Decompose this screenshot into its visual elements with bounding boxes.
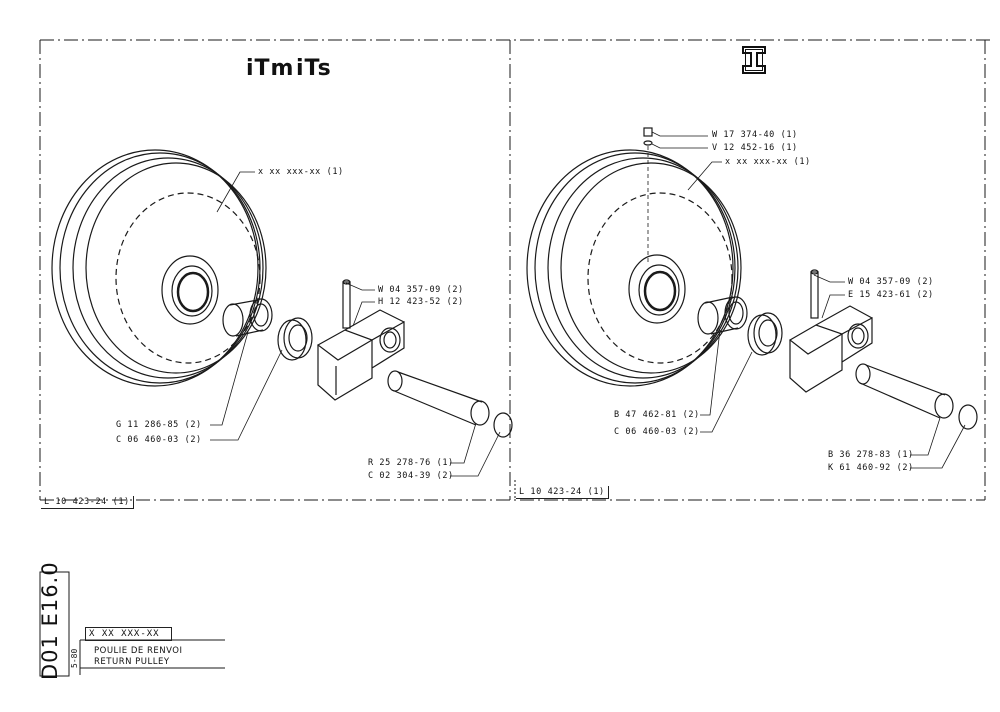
right-pulley-assembly — [526, 127, 978, 469]
label-rim-right: x xx xxx-xx (1) — [725, 157, 811, 167]
label-bracket-right: E 15 423-61 (2) — [848, 290, 934, 300]
left-pulley-assembly — [51, 149, 513, 477]
label-cap: C 02 304-39 (2) — [368, 471, 454, 481]
title-en: RETURN PULLEY — [94, 657, 170, 667]
title-fr: POULIE DE RENVOI — [94, 646, 183, 656]
label-pin: W 04 357-09 (2) — [378, 285, 464, 295]
left-ref-label: L 10 423-24 (1) — [41, 496, 134, 509]
label-shaft: R 25 278-76 (1) — [368, 458, 454, 468]
date-code: 5-80 — [70, 648, 79, 668]
label-washer: V 12 452-16 (1) — [712, 143, 798, 153]
label-bracket: H 12 423-52 (2) — [378, 297, 464, 307]
label-bushing-right: B 47 462-81 (2) — [614, 410, 700, 420]
doc-number: D01 E16.0 — [38, 561, 62, 680]
tc-logo-icon — [742, 46, 766, 74]
label-shaft-right: B 36 278-83 (1) — [828, 450, 914, 460]
logo-its: iTs — [296, 56, 332, 81]
label-bushing: G 11 286-85 (2) — [116, 420, 202, 430]
label-rim: x xx xxx-xx (1) — [258, 167, 344, 177]
label-cap-right: K 61 460-92 (2) — [828, 463, 914, 473]
label-seal-right: C 06 460-03 (2) — [614, 427, 700, 437]
logo-itm: iTm — [246, 56, 295, 81]
part-code: X XX XXX-XX — [85, 627, 172, 641]
label-seal: C 06 460-03 (2) — [116, 435, 202, 445]
label-screw: W 17 374-40 (1) — [712, 130, 798, 140]
label-pin-right: W 04 357-09 (2) — [848, 277, 934, 287]
right-ref-label: L 10 423-24 (1) — [516, 486, 609, 499]
